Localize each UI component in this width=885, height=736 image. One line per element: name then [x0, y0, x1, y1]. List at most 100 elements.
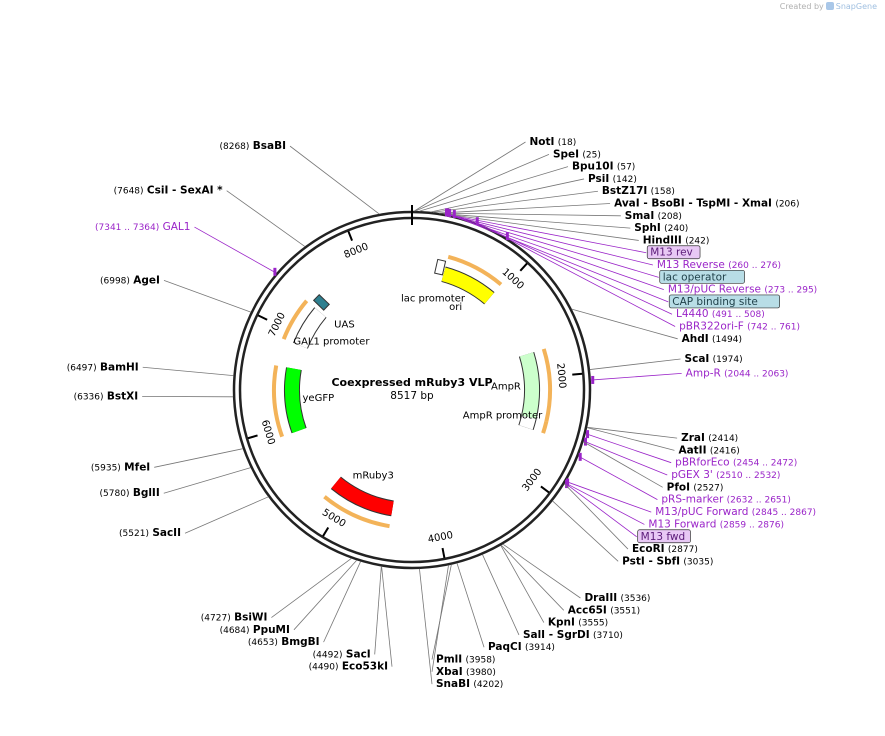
tick-mark [322, 526, 330, 537]
label-name: PsiI [588, 173, 609, 185]
tick-mark [347, 230, 354, 241]
tick-label: 3000 [520, 467, 544, 494]
label-position: (240) [664, 224, 688, 234]
label-name: AvaI - BsoBI - TspMI - XmaI [614, 198, 772, 210]
feature-label: lac promoter [401, 293, 466, 304]
tick-mark [247, 434, 258, 440]
label-position: (242) [685, 236, 709, 246]
primer-label: M13 rev [650, 247, 693, 259]
orf-arc [447, 254, 503, 287]
feature-box [434, 258, 447, 276]
site-label: ZraI (2414) [681, 432, 738, 444]
label-position: (8268) [219, 142, 249, 152]
site-label: PmlI (3958) [436, 654, 495, 666]
label-name: L4440 [676, 308, 709, 320]
label-name: M13/pUC Forward [655, 506, 748, 518]
label-position: (158) [651, 187, 675, 197]
label-name: lac operator [663, 271, 727, 283]
site-label: (6998) AgeI [100, 274, 160, 286]
site-leader [289, 145, 380, 215]
primer-leader [583, 440, 668, 476]
site-leader [381, 566, 393, 667]
site-label: DraIII (3536) [584, 592, 650, 604]
site-label: SphI (240) [634, 222, 688, 234]
label-name: KpnI [548, 617, 575, 629]
label-position: (2632 .. 2651) [727, 496, 791, 506]
label-name: MfeI [124, 461, 150, 473]
site-label: SmaI (208) [625, 210, 682, 222]
primer-label: pGEX 3' (2510 .. 2532) [671, 469, 780, 481]
label-name: BamHI [100, 361, 139, 373]
site-leader [583, 441, 663, 488]
label-name: NotI [530, 136, 555, 148]
site-leader [142, 366, 234, 376]
label-position: (3536) [620, 594, 650, 604]
tick-label: 4000 [427, 530, 454, 546]
primer-mark [586, 430, 590, 439]
plasmid-size: 8517 bp [390, 390, 434, 402]
primer-label: L4440 (491 .. 508) [676, 308, 765, 320]
label-name: SacI [346, 648, 371, 660]
label-name: AgeI [133, 274, 160, 286]
label-name: PstI - SbfI [622, 555, 680, 567]
primer-leader [506, 237, 676, 327]
label-name: BstXI [107, 390, 138, 402]
site-leader [443, 213, 639, 241]
site-leader [184, 496, 269, 534]
label-position: (6336) [74, 392, 104, 402]
primer-mark [273, 267, 277, 276]
site-leader [226, 190, 306, 247]
label-name: ZraI [681, 432, 705, 444]
primer-label: lac operator [663, 271, 727, 283]
site-leader [589, 358, 681, 370]
label-name: pBRforEco [675, 457, 729, 469]
site-leader [431, 564, 452, 660]
feature-tag-box [637, 529, 691, 544]
label-position: (208) [658, 212, 682, 222]
label-name: BstZ17I [602, 185, 647, 197]
site-label: NotI (18) [530, 136, 577, 148]
primer-leader [590, 373, 682, 381]
site-label: (4653) BmgBI [248, 636, 320, 648]
site-leader [586, 427, 675, 451]
site-label: SnaBI (4202) [436, 678, 503, 690]
site-leader [571, 308, 678, 340]
label-position: (2454 .. 2472) [733, 459, 797, 469]
feature-label: AmpR [491, 382, 521, 393]
site-label: (4492) SacI [313, 648, 371, 660]
label-position: (25) [582, 150, 600, 160]
feature-body [331, 477, 394, 516]
backbone-ring [232, 205, 592, 570]
primer-label: M13 fwd [641, 531, 686, 543]
label-name: ScaI [685, 353, 710, 365]
site-label: (5935) MfeI [91, 461, 150, 473]
label-name: Acc65I [568, 604, 607, 616]
label-position: (2859 .. 2876) [720, 520, 784, 530]
primer-mark [446, 208, 450, 217]
label-name: SacII [152, 527, 181, 539]
primer-leader [453, 215, 669, 303]
site-leader [456, 563, 485, 648]
label-name: M13/pUC Reverse [668, 284, 761, 296]
label-name: M13 fwd [641, 531, 686, 543]
feature-label: GAL1 promoter [293, 337, 370, 348]
label-position: (4492) [313, 650, 343, 660]
primer-leader [476, 222, 673, 315]
site-leader [500, 545, 545, 623]
label-name: GAL1 [163, 221, 191, 233]
feature-tag-box [646, 245, 701, 260]
feature-tag-box [659, 269, 745, 284]
tick-mark [540, 485, 550, 494]
site-labels: NotI (18)SpeI (25)Bpu10I (57)PsiI (142)B… [67, 136, 817, 690]
tick-mark [572, 372, 583, 376]
label-name: M13 Forward [648, 518, 716, 530]
site-label: Acc65I (3551) [568, 604, 640, 616]
feature-label: mRuby3 [353, 471, 394, 482]
label-position: (4727) [201, 614, 231, 624]
label-position: (5521) [119, 529, 149, 539]
feature-label: ori [449, 302, 462, 313]
label-leaders [142, 141, 682, 685]
label-position: (2416) [710, 446, 740, 456]
site-leader [439, 203, 611, 214]
